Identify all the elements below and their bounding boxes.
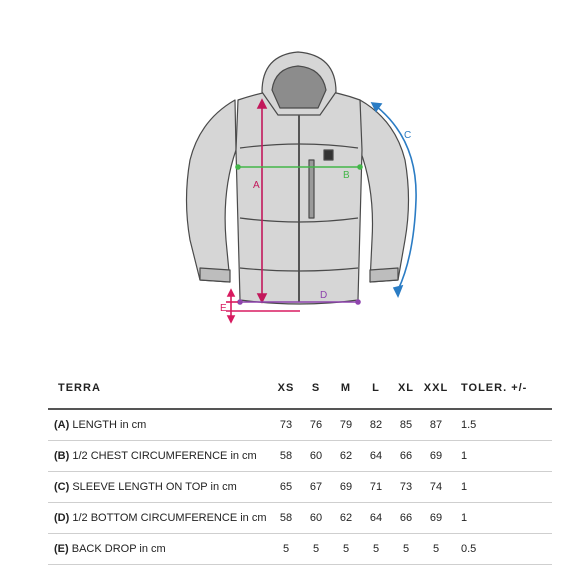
size-header-l: L <box>361 368 391 410</box>
value-cell: 62 <box>331 440 361 472</box>
measurement-label: LENGTH in cm <box>72 419 147 431</box>
table-row: (E) BACK DROP in cm 5 5 5 5 5 5 0.5 <box>48 533 552 565</box>
jacket-measurement-diagram: A B C D E <box>185 51 417 324</box>
value-cell: 5 <box>271 533 301 565</box>
value-cell: 5 <box>361 533 391 565</box>
value-cell: 60 <box>301 440 331 472</box>
value-cell: 66 <box>391 440 421 472</box>
tolerance-cell: 1 <box>451 471 552 503</box>
value-cell: 69 <box>331 471 361 503</box>
measurement-code: (A) <box>54 419 70 431</box>
jacket-illustration <box>185 51 410 305</box>
size-header-m: M <box>331 368 361 410</box>
value-cell: 73 <box>271 409 301 441</box>
value-cell: 5 <box>391 533 421 565</box>
value-cell: 5 <box>301 533 331 565</box>
value-cell: 5 <box>421 533 451 565</box>
value-cell: 74 <box>421 471 451 503</box>
value-cell: 67 <box>301 471 331 503</box>
measure-b-chest-line <box>235 164 363 170</box>
size-header-xl: XL <box>391 368 421 410</box>
value-cell: 64 <box>361 440 391 472</box>
measurement-label-cell: (D) 1/2 BOTTOM CIRCUMFERENCE in cm <box>48 502 271 534</box>
value-cell: 82 <box>361 409 391 441</box>
measurement-label: SLEEVE LENGTH ON TOP in cm <box>72 481 237 493</box>
size-chart-table: TERRA XS S M L XL XXL TOLER. +/- (A) LEN… <box>48 368 552 565</box>
measure-a-length-line <box>256 98 268 304</box>
value-cell: 69 <box>421 502 451 534</box>
table-row: (C) SLEEVE LENGTH ON TOP in cm 65 67 69 … <box>48 471 552 503</box>
measure-c-letter: C <box>404 130 411 141</box>
measurement-label: BACK DROP in cm <box>71 543 166 555</box>
value-cell: 87 <box>421 409 451 441</box>
measurement-label: 1/2 CHEST CIRCUMFERENCE in cm <box>72 450 257 462</box>
measurement-code: (E) <box>54 543 69 555</box>
value-cell: 60 <box>301 502 331 534</box>
measure-e-letter: E <box>220 303 227 314</box>
table-row: (D) 1/2 BOTTOM CIRCUMFERENCE in cm 58 60… <box>48 502 552 534</box>
size-header-s: S <box>301 368 331 410</box>
model-name-header: TERRA <box>48 368 271 410</box>
measure-e-backdrop-line <box>226 288 300 324</box>
measurement-label-cell: (E) BACK DROP in cm <box>48 533 271 565</box>
value-cell: 64 <box>361 502 391 534</box>
value-cell: 73 <box>391 471 421 503</box>
value-cell: 76 <box>301 409 331 441</box>
measurement-code: (D) <box>54 512 70 524</box>
measurement-label-cell: (C) SLEEVE LENGTH ON TOP in cm <box>48 471 271 503</box>
value-cell: 65 <box>271 471 301 503</box>
measure-b-letter: B <box>343 170 350 181</box>
value-cell: 79 <box>331 409 361 441</box>
table-row: (A) LENGTH in cm 73 76 79 82 85 87 1.5 <box>48 409 552 441</box>
tolerance-header: TOLER. +/- <box>451 368 552 410</box>
value-cell: 66 <box>391 502 421 534</box>
value-cell: 5 <box>331 533 361 565</box>
measurement-code: (C) <box>54 481 70 493</box>
value-cell: 58 <box>271 502 301 534</box>
measurement-label-cell: (B) 1/2 CHEST CIRCUMFERENCE in cm <box>48 440 271 472</box>
value-cell: 71 <box>361 471 391 503</box>
measurement-label: 1/2 BOTTOM CIRCUMFERENCE in cm <box>72 512 267 524</box>
tolerance-cell: 1 <box>451 502 552 534</box>
table-row: (B) 1/2 CHEST CIRCUMFERENCE in cm 58 60 … <box>48 440 552 472</box>
value-cell: 58 <box>271 440 301 472</box>
value-cell: 62 <box>331 502 361 534</box>
table-header-row: TERRA XS S M L XL XXL TOLER. +/- <box>48 368 552 410</box>
tolerance-cell: 1.5 <box>451 409 552 441</box>
tolerance-cell: 0.5 <box>451 533 552 565</box>
measurement-code: (B) <box>54 450 70 462</box>
tolerance-cell: 1 <box>451 440 552 472</box>
size-header-xs: XS <box>271 368 301 410</box>
value-cell: 69 <box>421 440 451 472</box>
measure-d-bottom-line <box>237 299 361 305</box>
measure-c-sleeve-line <box>370 102 417 298</box>
measure-d-letter: D <box>320 290 327 301</box>
value-cell: 85 <box>391 409 421 441</box>
measure-a-letter: A <box>253 180 260 191</box>
measurement-label-cell: (A) LENGTH in cm <box>48 409 271 441</box>
size-header-xxl: XXL <box>421 368 451 410</box>
